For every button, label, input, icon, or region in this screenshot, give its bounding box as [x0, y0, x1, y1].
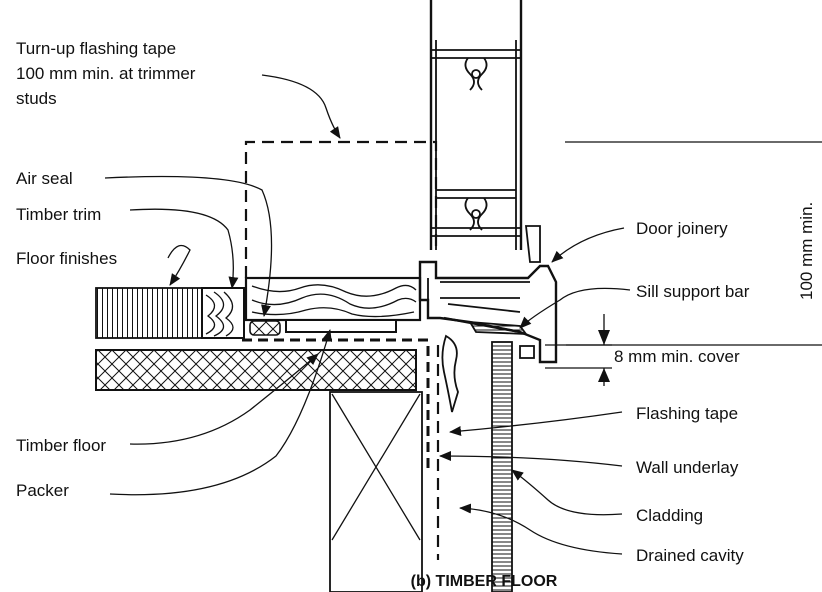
floor-joist	[329, 391, 423, 592]
label-cover: 8 mm min. cover	[614, 347, 740, 366]
door-sill-extrusion	[418, 225, 558, 364]
door-stile	[429, 0, 523, 250]
vertical-dimension	[545, 141, 822, 386]
cladding-fixing	[519, 345, 535, 359]
floor-finishes-carpet	[95, 287, 203, 339]
label-sill-support-bar: Sill support bar	[636, 282, 750, 301]
timber-trim	[201, 287, 245, 339]
leader-lines	[104, 74, 631, 555]
timber-threshold	[244, 276, 422, 322]
label-vertical-dim: 100 mm min.	[797, 202, 816, 300]
label-flashing-tape: Flashing tape	[636, 404, 738, 423]
label-packer: Packer	[16, 481, 69, 500]
label-turn-up-1: Turn-up flashing tape	[16, 39, 176, 58]
label-timber-trim: Timber trim	[16, 205, 101, 224]
label-door-joinery: Door joinery	[636, 219, 728, 238]
label-drained-cavity: Drained cavity	[636, 546, 744, 565]
cladding-board	[491, 341, 513, 592]
label-cladding: Cladding	[636, 506, 703, 525]
caption: (b) TIMBER FLOOR	[411, 573, 558, 590]
label-wall-underlay: Wall underlay	[636, 458, 739, 477]
label-timber-floor: Timber floor	[16, 436, 106, 455]
timber-floor-sheet	[95, 349, 417, 391]
label-air-seal: Air seal	[16, 169, 73, 188]
label-turn-up-3: studs	[16, 89, 57, 108]
packer	[285, 319, 397, 333]
label-turn-up-2: 100 mm min. at trimmer	[16, 64, 196, 83]
air-seal	[249, 320, 281, 336]
turn-up-flashing-tape	[244, 140, 438, 278]
sill-support-bar	[441, 320, 528, 413]
label-floor-finishes: Floor finishes	[16, 249, 117, 268]
